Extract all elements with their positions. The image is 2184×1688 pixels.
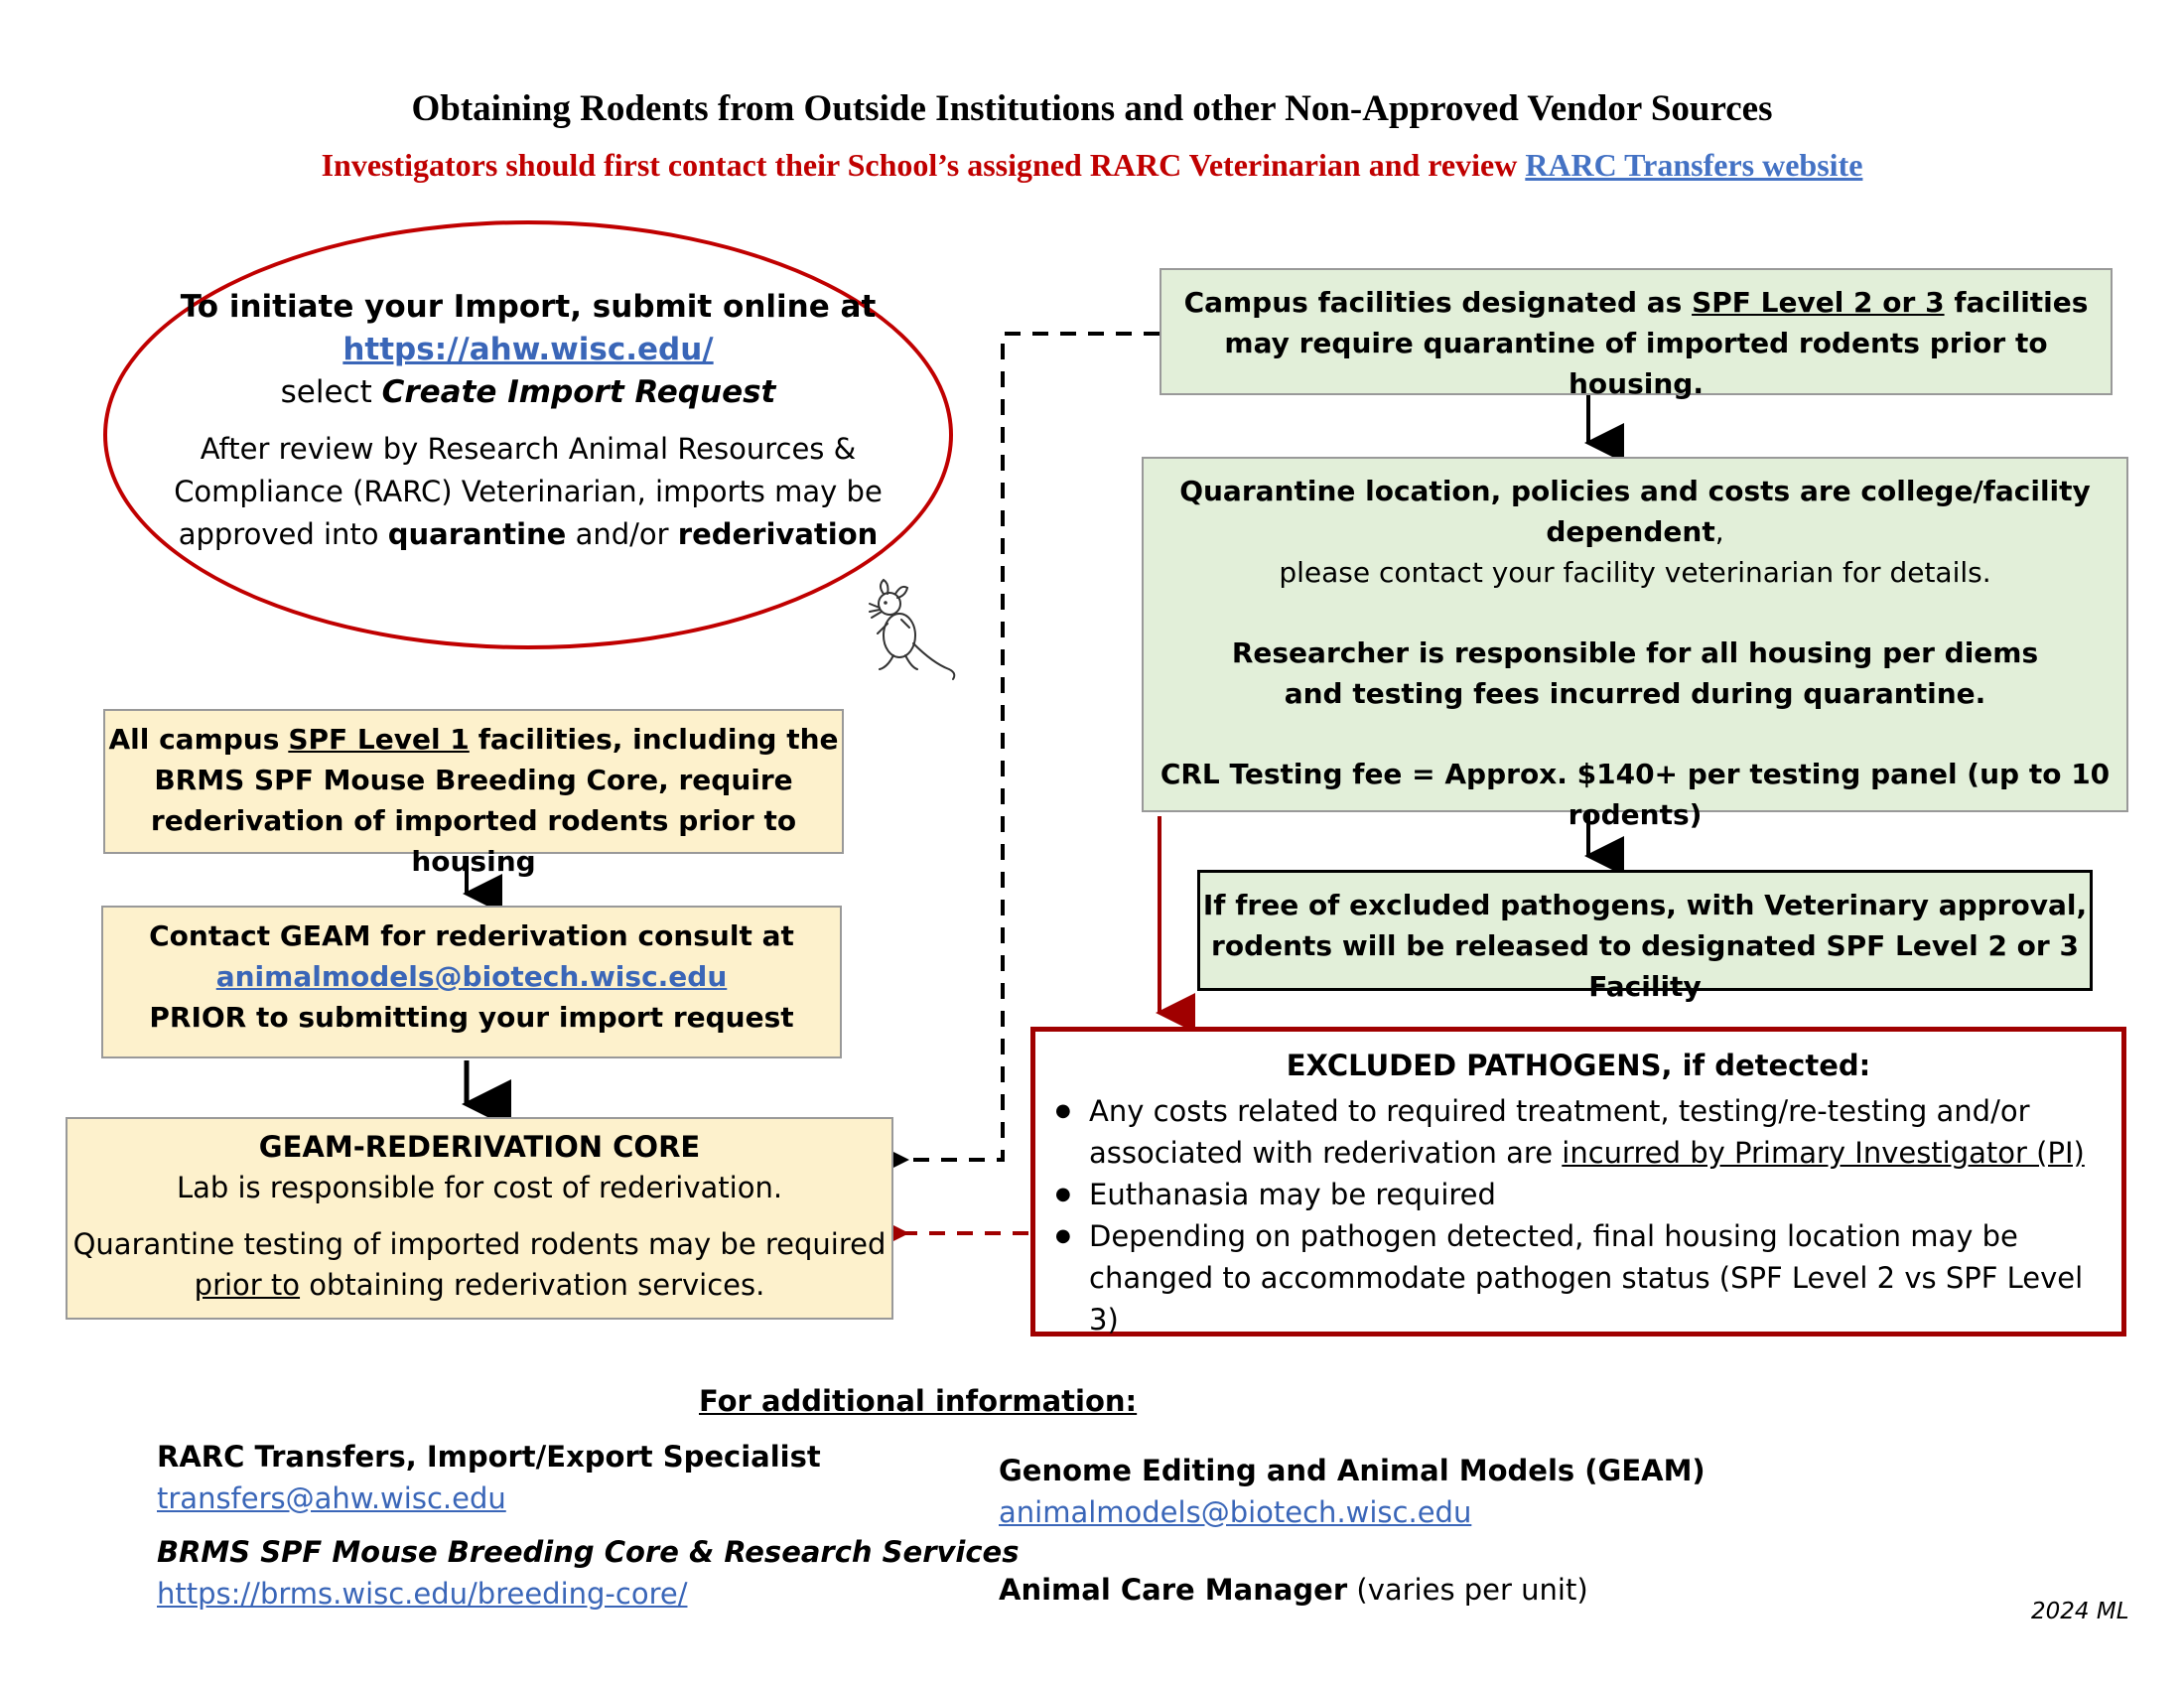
create-import-request: Create Import Request bbox=[381, 374, 776, 410]
page-subtitle: Investigators should first contact their… bbox=[0, 147, 2184, 184]
release-box: If free of excluded pathogens, with Vete… bbox=[1197, 870, 2093, 1003]
rarc-transfers-link[interactable]: RARC Transfers website bbox=[1525, 147, 1863, 183]
dashed-spf23-to-core bbox=[870, 332, 1160, 1180]
additional-info-heading: For additional information: bbox=[699, 1384, 1138, 1418]
spf-level-1: SPF Level 1 bbox=[288, 723, 470, 756]
subtitle-text: Investigators should first contact their… bbox=[321, 147, 1518, 183]
brms-breeding-core-link[interactable]: https://brms.wisc.edu/breeding-core/ bbox=[157, 1577, 688, 1611]
import-instructions-ellipse: To initiate your Import, submit online a… bbox=[103, 220, 953, 649]
mouse-icon bbox=[869, 578, 956, 680]
geam-email-link[interactable]: animalmodels@biotech.wisc.edu bbox=[215, 960, 728, 993]
ellipse-line1: To initiate your Import, submit online a… bbox=[180, 289, 877, 325]
excluded-title: EXCLUDED PATHOGENS, if detected: bbox=[1286, 1049, 1871, 1082]
ahw-link[interactable]: https://ahw.wisc.edu/ bbox=[342, 332, 714, 367]
geam-consult-box: Contact GEAM for rederivation consult at… bbox=[101, 906, 842, 1058]
signature: 2024 ML bbox=[2031, 1599, 2129, 1624]
page-title: Obtaining Rodents from Outside Instituti… bbox=[411, 88, 1773, 129]
ellipse-review-text: After review by Research Animal Resource… bbox=[174, 432, 883, 551]
spf1-requirement-box: All campus SPF Level 1 facilities, inclu… bbox=[103, 709, 844, 878]
contact-animal-care-manager: Animal Care Manager (varies per unit) bbox=[999, 1573, 1588, 1607]
crl-testing-fee: CRL Testing fee = Approx. $140+ per test… bbox=[1160, 758, 2111, 831]
list-item: Depending on pathogen detected, final ho… bbox=[1055, 1215, 2121, 1340]
transfers-email-link[interactable]: transfers@ahw.wisc.edu bbox=[157, 1481, 506, 1515]
geam-rederivation-core-box: GEAM-REDERIVATION CORE Lab is responsibl… bbox=[66, 1117, 893, 1320]
quarantine-line1: Quarantine location, policies and costs … bbox=[1179, 475, 2091, 548]
contact-brms: BRMS SPF Mouse Breeding Core & Research … bbox=[157, 1535, 1020, 1611]
excluded-pathogens-box: EXCLUDED PATHOGENS, if detected: Any cos… bbox=[1030, 1027, 2126, 1336]
spf23-quarantine-box: Campus facilities designated as SPF Leve… bbox=[1160, 268, 2113, 400]
contact-rarc-transfers: RARC Transfers, Import/Export Specialist… bbox=[157, 1440, 821, 1515]
list-item: Euthanasia may be required bbox=[1055, 1174, 2121, 1215]
quarantine-policy-box: Quarantine location, policies and costs … bbox=[1142, 457, 2128, 831]
ellipse-select-line: select Create Import Request bbox=[280, 374, 776, 410]
geam-footer-email-link[interactable]: animalmodels@biotech.wisc.edu bbox=[999, 1495, 1472, 1529]
spf23-line1: Campus facilities designated as SPF Leve… bbox=[1183, 286, 2089, 319]
excluded-pathogen-list: Any costs related to required treatment,… bbox=[1035, 1090, 2121, 1340]
list-item: Any costs related to required treatment,… bbox=[1055, 1090, 2121, 1174]
core-line4: prior to obtaining rederivation services… bbox=[194, 1268, 765, 1302]
contact-geam: Genome Editing and Animal Models (GEAM) … bbox=[999, 1454, 1706, 1529]
